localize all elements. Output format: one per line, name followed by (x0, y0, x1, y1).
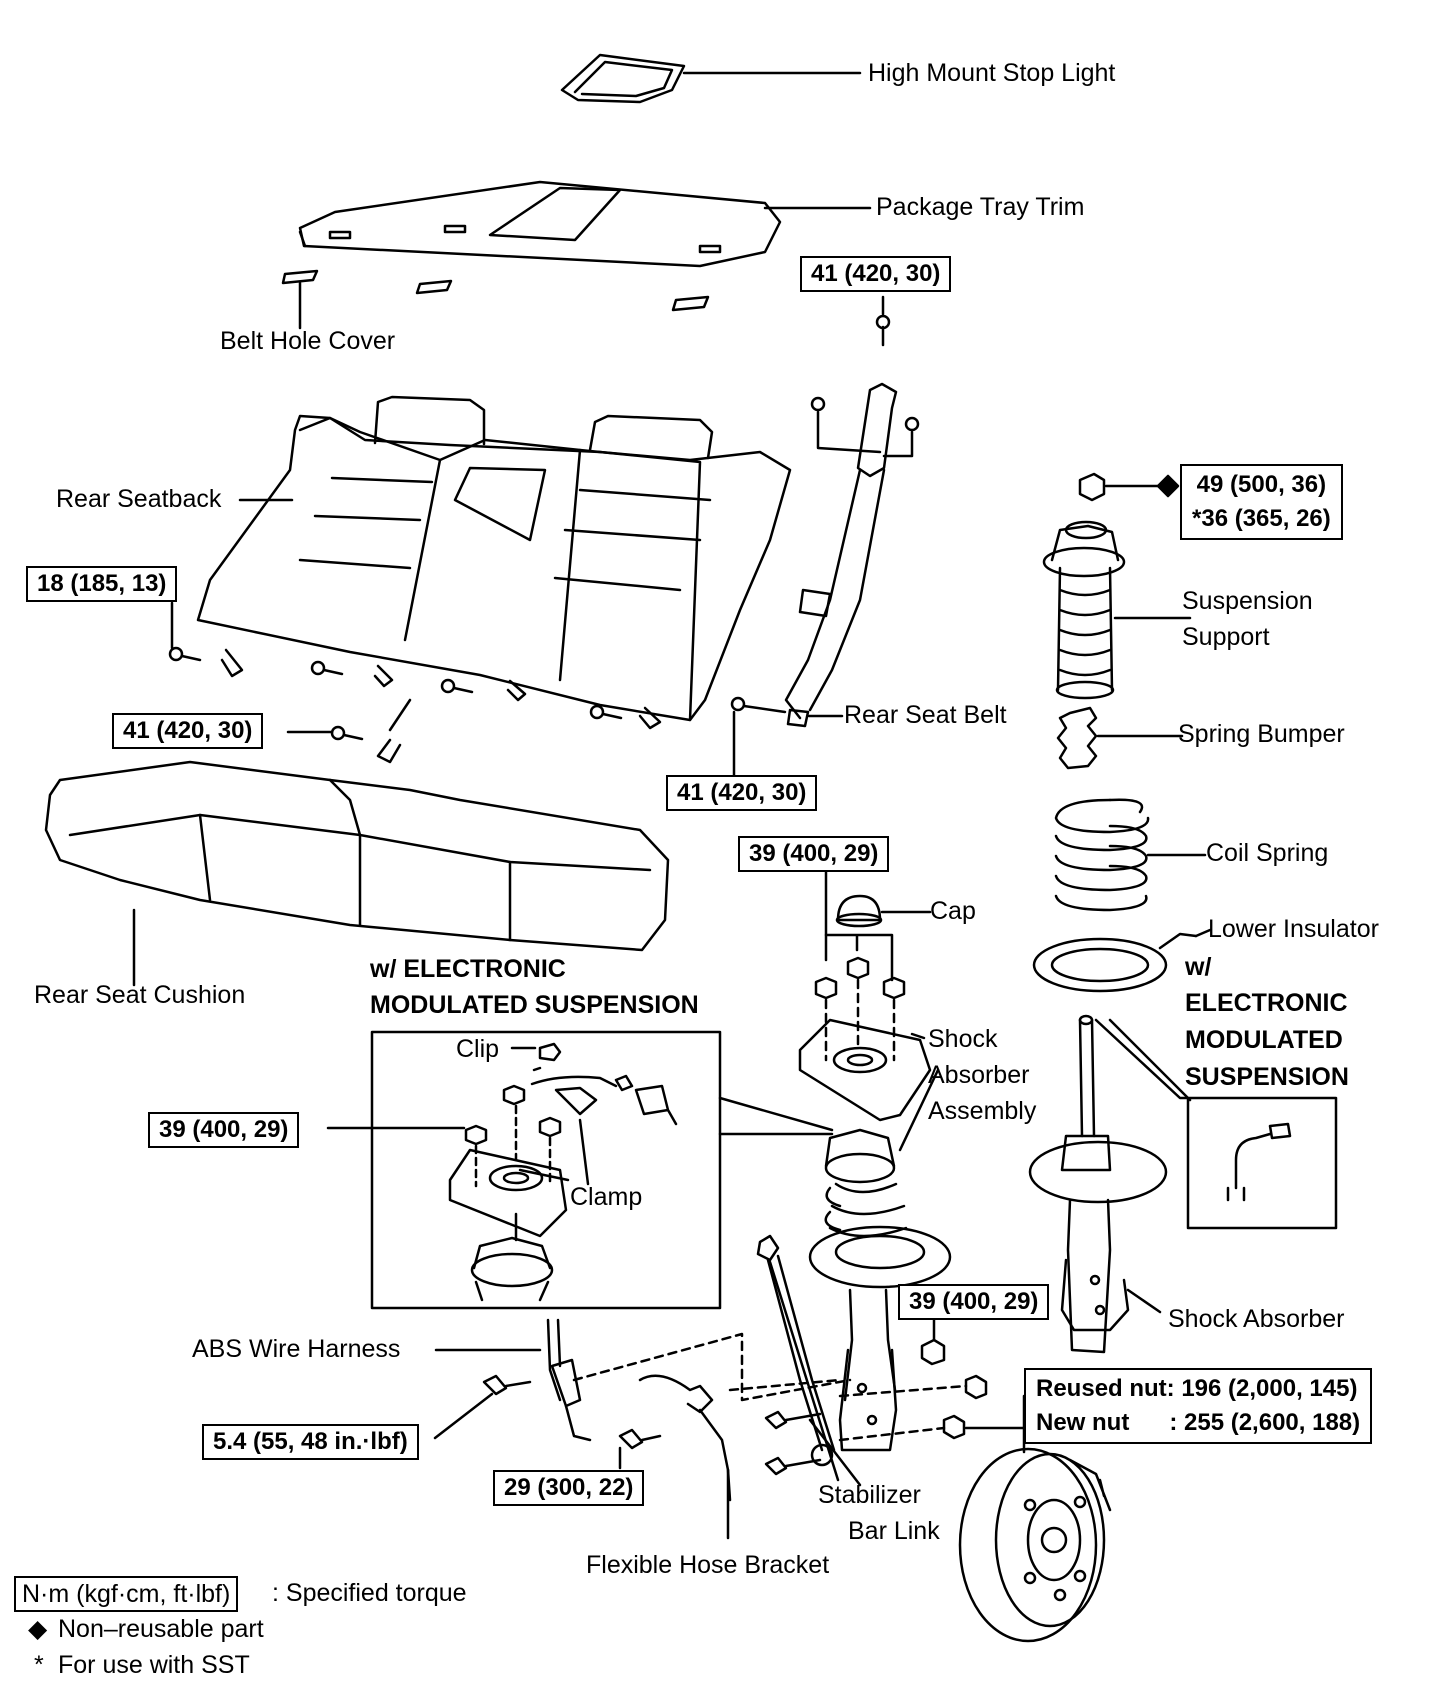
torque-box-ems-mount: 39 (400, 29) (148, 1112, 300, 1148)
mount-nuts (814, 956, 906, 1062)
leader-line (1126, 1288, 1162, 1314)
ems-connector-icon (1226, 1122, 1292, 1202)
suspension-support-icon (1042, 520, 1126, 700)
label-abs-wire-harness: ABS Wire Harness (192, 1335, 401, 1363)
torque-box-abs-harness: 5.4 (55, 48 in.·lbf) (202, 1424, 419, 1460)
leader-line (824, 933, 894, 982)
belt-bolt (730, 696, 746, 712)
seat-belt-icon (784, 314, 920, 728)
label-rear-seat-belt: Rear Seat Belt (844, 701, 1007, 729)
legend-sst-desc: For use with SST (58, 1651, 250, 1679)
label-rear-seat-cushion: Rear Seat Cushion (34, 981, 246, 1009)
non-reusable-diamond-icon (1156, 474, 1180, 498)
heading-ems-right-line1: w/ (1185, 953, 1212, 981)
belt-hole-cover-icon (281, 269, 710, 312)
legend-sst: * For use with SST (34, 1650, 250, 1680)
seatback-bolts (168, 646, 662, 741)
flexible-hose-bracket-icon (618, 1374, 732, 1502)
non-reusable-diamond-icon: ◆ (28, 1615, 48, 1643)
legend-torque-unit: N·m (kgf·cm, ft·lbf) (14, 1576, 239, 1612)
torque-knuckle-reused: Reused nut: 196 (2,000, 145) (1036, 1375, 1358, 1402)
leader-line (742, 704, 787, 714)
rear-seatback-icon (196, 395, 792, 722)
torque-box-knuckle-nut: Reused nut: 196 (2,000, 145) New nut : 2… (1024, 1368, 1373, 1444)
shock-absorber-icon (1028, 1014, 1168, 1354)
heading-ems-line2: MODULATED SUSPENSION (370, 991, 699, 1019)
knuckle-bolts (764, 1374, 988, 1476)
leader-line (718, 1096, 834, 1136)
brake-rotor-icon (958, 1447, 1112, 1643)
label-suspension-support-line2: Support (1182, 623, 1270, 651)
leader-line (910, 1032, 926, 1040)
label-cap: Cap (930, 897, 976, 925)
label-shock-absorber-assembly-line1: Shock (928, 1025, 998, 1053)
label-shock-absorber: Shock Absorber (1168, 1305, 1345, 1333)
label-rear-seatback: Rear Seatback (56, 485, 222, 513)
leader-line (808, 1418, 862, 1487)
legend-nonreusable-desc: Non–reusable part (58, 1615, 264, 1643)
label-belt-hole-cover: Belt Hole Cover (220, 327, 396, 355)
torque-box-upper-mount: 39 (400, 29) (738, 836, 890, 872)
label-shock-absorber-assembly-line2: Absorber (928, 1061, 1030, 1089)
seat-hook-icon (376, 698, 412, 764)
ems-inset-parts (448, 1042, 678, 1302)
torque-box-support-nut: 49 (500, 36) *36 (365, 26) (1180, 464, 1343, 540)
torque-box-stabilizer-nut: 39 (400, 29) (898, 1284, 1050, 1320)
rear-seat-cushion-icon (44, 760, 670, 952)
shock-absorber-assembly-icon (808, 1128, 952, 1452)
leader-line (1108, 1018, 1192, 1102)
heading-ems-right-line4: SUSPENSION (1185, 1063, 1349, 1091)
leader-line (728, 1378, 842, 1392)
torque-box-cushion: 41 (420, 30) (112, 713, 264, 749)
asterisk-icon: * (34, 1651, 44, 1679)
label-high-mount-stop-light: High Mount Stop Light (868, 59, 1116, 87)
label-flexible-hose-bracket: Flexible Hose Bracket (586, 1551, 830, 1579)
package-tray-icon (298, 180, 782, 268)
label-suspension-support-line1: Suspension (1182, 587, 1313, 615)
torque-box-belt-top: 41 (420, 30) (800, 256, 952, 292)
leader-line (768, 1260, 840, 1482)
torque-support-nut-line2: *36 (365, 26) (1192, 505, 1331, 532)
abs-wire-harness-icon (482, 1318, 592, 1442)
leader-line (898, 1068, 940, 1152)
ems-connector-frame (1094, 1018, 1338, 1230)
high-mount-stop-light-icon (560, 53, 686, 104)
support-nut-icon (1078, 472, 1106, 502)
leader-line (433, 1392, 494, 1440)
heading-ems-right-line3: MODULATED (1185, 1026, 1343, 1054)
heading-ems-right-line2: ELECTRONIC (1185, 989, 1348, 1017)
torque-box-seatback: 18 (185, 13) (26, 566, 178, 602)
leader-line (572, 1332, 852, 1402)
stabilizer-nut (920, 1338, 946, 1366)
torque-box-hose-bracket: 29 (300, 22) (493, 1470, 645, 1506)
label-package-tray-trim: Package Tray Trim (876, 193, 1085, 221)
cap-icon (835, 894, 883, 928)
heading-ems-line1: w/ ELECTRONIC (370, 955, 566, 983)
torque-box-belt-lower: 41 (420, 30) (666, 775, 818, 811)
label-coil-spring: Coil Spring (1206, 839, 1329, 867)
label-lower-insulator: Lower Insulator (1208, 915, 1379, 943)
torque-support-nut-line1: 49 (500, 36) (1196, 471, 1327, 498)
label-stabilizer-bar-link-line2: Bar Link (848, 1517, 940, 1545)
legend-torque-desc: : Specified torque (272, 1579, 467, 1607)
spring-bumper-icon (1056, 706, 1098, 770)
label-stabilizer-bar-link-line1: Stabilizer (818, 1481, 921, 1509)
label-spring-bumper: Spring Bumper (1178, 720, 1345, 748)
coil-spring-icon (1054, 798, 1150, 912)
ems-inset-frame (370, 1030, 722, 1310)
torque-knuckle-new: New nut : 255 (2,600, 188) (1036, 1409, 1361, 1436)
label-shock-absorber-assembly-line3: Assembly (928, 1097, 1037, 1125)
label-clip: Clip (456, 1035, 500, 1063)
lower-insulator-icon (1032, 932, 1198, 993)
legend-nonreusable: ◆ Non–reusable part (28, 1614, 264, 1644)
upper-mount-plate-icon (798, 1018, 932, 1122)
label-clamp: Clamp (570, 1183, 643, 1211)
leader-line (1194, 928, 1212, 938)
leader-line (518, 1118, 590, 1186)
